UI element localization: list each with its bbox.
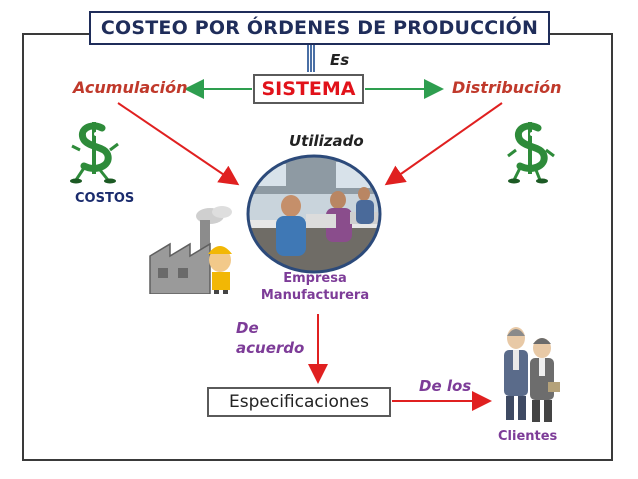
arrow-acumulacion-to-empresa <box>117 102 240 186</box>
dollar-mascot-left-icon <box>70 122 119 184</box>
title-connector <box>307 45 315 72</box>
workshop-photo <box>246 154 382 274</box>
label-es: Es <box>330 51 350 69</box>
label-de-los: De los <box>419 377 472 395</box>
arrow-distribucion-to-empresa <box>384 102 503 186</box>
label-clientes: Clientes <box>498 429 558 444</box>
clients-icon <box>504 327 560 422</box>
sistema-box: SISTEMA <box>253 74 364 104</box>
dollar-mascot-right-icon <box>507 122 555 184</box>
empresa-line1: Empresa <box>283 271 347 286</box>
especificaciones-box: Especificaciones <box>207 387 391 417</box>
factory-icon <box>149 206 232 294</box>
empresa-label: Empresa Manufacturera <box>255 270 375 304</box>
label-distribucion: Distribución <box>452 78 562 97</box>
label-utilizado: Utilizado <box>289 132 364 150</box>
label-costos: COSTOS <box>75 191 135 206</box>
page-title: COSTEO POR ÓRDENES DE PRODUCCIÓN <box>89 11 550 45</box>
empresa-line2: Manufacturera <box>260 288 370 303</box>
label-acumulacion: Acumulación <box>73 78 188 97</box>
label-de-acuerdo: De acuerdo <box>236 319 305 357</box>
